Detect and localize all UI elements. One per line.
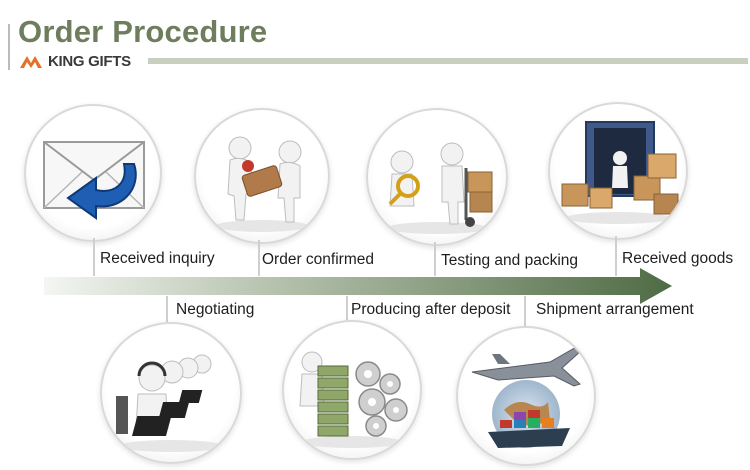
connector-testing-packing [434,242,436,276]
king-gifts-logo-icon [20,56,42,68]
connector-shipment [524,296,526,326]
connector-order-confirmed [258,240,260,276]
handshake-icon [216,136,308,232]
header-divider [148,58,748,64]
connector-negotiating [166,296,168,322]
connector-received-inquiry [93,238,95,276]
brand-name: KING GIFTS [48,52,131,70]
page-title: Order Procedure [18,14,268,49]
order-confirmed-circle [194,108,330,244]
step-label-negotiating: Negotiating [176,301,255,318]
magnifier-box-icon [387,142,493,234]
brand-logo: KING GIFTS [18,50,131,72]
negotiating-circle [100,322,242,464]
step-label-testing-packing: Testing and packing [441,252,579,269]
plane-ship-icon [471,345,583,448]
received-goods-circle [548,102,688,240]
call-center-icon [116,354,223,452]
header-accent-bar [8,24,10,70]
shipment-circle [456,326,596,466]
connector-producing [346,296,348,322]
step-label-producing-after-deposit: Producing after deposit [351,301,511,318]
container-boxes-icon [561,121,679,224]
connector-received-goods [615,236,617,276]
envelope-icon [43,141,145,220]
testing-packing-circle [366,108,508,246]
step-label-received-inquiry: Received inquiry [100,250,215,267]
step-label-received-goods: Received goods [622,250,734,267]
step-label-order-confirmed: Order confirmed [262,251,374,268]
header: Order Procedure KING GIFTS [0,0,750,80]
step-label-shipment-arrangement: Shipment arrangement [536,301,694,318]
producing-circle [282,320,422,460]
money-gears-icon [299,351,408,448]
received-inquiry-circle [24,104,162,242]
